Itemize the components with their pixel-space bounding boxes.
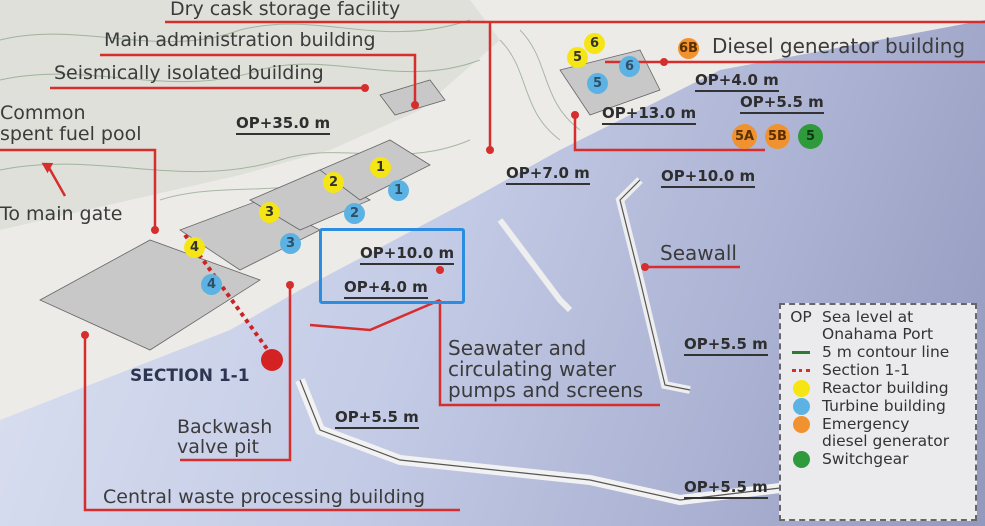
section-line-icon xyxy=(792,369,810,372)
marker-turbine-4: 4 xyxy=(201,274,222,295)
marker-turbine-1: 1 xyxy=(388,180,409,201)
label-backwash-line2: valve pit xyxy=(177,436,259,458)
legend-text: Section 1-1 xyxy=(822,361,910,379)
marker-turbine-2: 2 xyxy=(344,203,365,224)
marker-reactor-5: 5 xyxy=(567,47,588,68)
marker-switchgear-5: 5 xyxy=(798,124,823,149)
marker-edg-6b: 6B xyxy=(678,38,699,59)
marker-reactor-4: 4 xyxy=(184,237,205,258)
marker-reactor-6: 6 xyxy=(584,33,605,54)
intake-highlight-box xyxy=(319,228,465,304)
switchgear-dot-icon xyxy=(792,451,810,468)
marker-turbine-5: 5 xyxy=(587,73,608,94)
elevation-op-7: OP+7.0 m xyxy=(506,164,590,185)
legend-key-op: OP xyxy=(790,308,812,326)
elevation-op-35: OP+35.0 m xyxy=(236,114,331,135)
contour-line-icon xyxy=(792,351,810,354)
elevation-op-5-5-east: OP+5.5 m xyxy=(684,335,768,356)
legend-text: Emergency xyxy=(822,415,910,433)
elevation-op-4-north: OP+4.0 m xyxy=(695,71,779,92)
label-dry-cask-storage: Dry cask storage facility xyxy=(170,0,401,20)
legend-text: Sea level at xyxy=(822,308,914,326)
reactor-dot-icon xyxy=(792,380,810,397)
elevation-op-10-seawall: OP+10.0 m xyxy=(661,167,756,188)
legend-item-turbine: Turbine building xyxy=(787,398,969,415)
legend-item-contour: 5 m contour line xyxy=(787,344,969,361)
elevation-op-4-intake: OP+4.0 m xyxy=(344,278,428,299)
label-seawall: Seawall xyxy=(660,241,737,265)
elevation-op-5-5-breakwater: OP+5.5 m xyxy=(684,478,768,499)
elevation-op-5-5-south: OP+5.5 m xyxy=(335,408,419,429)
marker-reactor-3: 3 xyxy=(259,202,280,223)
edg-dot-icon xyxy=(792,416,810,433)
label-seismically-isolated: Seismically isolated building xyxy=(54,62,324,84)
marker-reactor-2: 2 xyxy=(323,172,344,193)
elevation-op-5-5-north: OP+5.5 m xyxy=(740,93,824,114)
label-backwash-line1: Backwash xyxy=(177,416,273,438)
label-seawater-line3: pumps and screens xyxy=(448,378,644,402)
marker-edg-5b: 5B xyxy=(765,124,790,149)
legend-text: 5 m contour line xyxy=(822,343,950,361)
marker-turbine-3: 3 xyxy=(280,233,301,254)
label-central-waste: Central waste processing building xyxy=(103,486,426,508)
turbine-dot-icon xyxy=(792,398,810,415)
marker-reactor-1: 1 xyxy=(370,157,391,178)
label-section-1-1: SECTION 1-1 xyxy=(130,366,250,386)
label-to-main-gate: To main gate xyxy=(0,203,123,225)
legend-text: Switchgear xyxy=(822,450,909,468)
legend-item-section: Section 1-1 xyxy=(787,362,969,379)
marker-edg-5a: 5A xyxy=(732,124,757,149)
legend-text: Turbine building xyxy=(822,397,946,415)
label-common-pool-line1: Common xyxy=(0,102,86,124)
marker-turbine-6: 6 xyxy=(619,56,640,77)
elevation-op-10-intake: OP+10.0 m xyxy=(360,244,455,265)
elevation-op-13: OP+13.0 m xyxy=(602,104,697,125)
legend-item-switchgear: Switchgear xyxy=(787,451,969,468)
label-common-pool-line2: spent fuel pool xyxy=(0,123,142,145)
legend-text: Onahama Port xyxy=(822,325,934,343)
label-diesel-generator-building: Diesel generator building xyxy=(712,34,966,58)
arrow-main-gate-icon xyxy=(41,162,67,197)
label-seawater-line1: Seawater and xyxy=(448,336,587,360)
label-seawater-line2: circulating water xyxy=(448,357,616,381)
legend-text: diesel generator xyxy=(822,432,950,450)
legend-item-reactor: Reactor building xyxy=(787,380,969,397)
label-main-administration: Main administration building xyxy=(104,29,376,51)
legend-text: Reactor building xyxy=(822,379,949,397)
